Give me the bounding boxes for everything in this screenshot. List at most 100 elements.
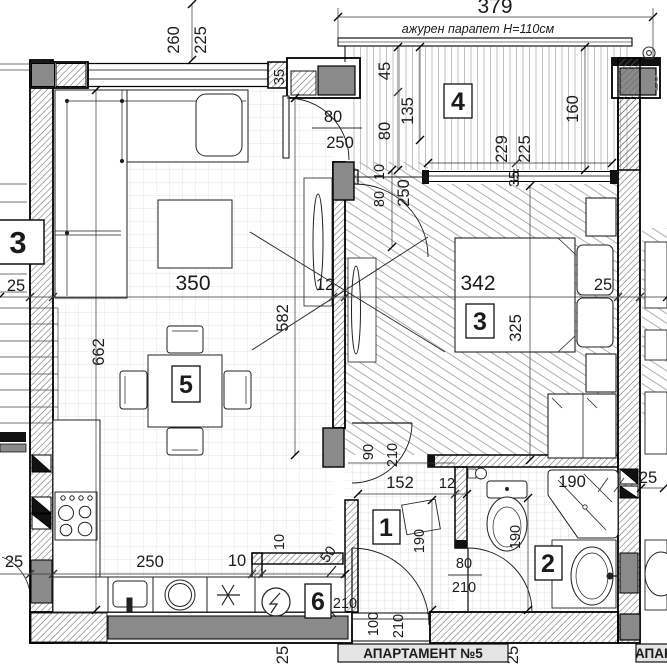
dim: 100: [366, 612, 382, 636]
pillow: [576, 297, 614, 348]
nightstand: [585, 353, 617, 393]
dim: 80: [324, 108, 342, 126]
dim: 135: [399, 97, 417, 125]
dim: 210: [385, 443, 401, 467]
doors: [282, 95, 533, 626]
left-neighbor-column: [0, 443, 27, 453]
dim: 190: [412, 529, 428, 553]
left-exterior-wall: [29, 59, 54, 644]
dimension-texts: 379 ажурен парапет H=110см 260 225 35 80…: [5, 0, 662, 664]
dim: 35: [272, 69, 288, 85]
cooktop-symbol: [217, 584, 240, 606]
title-blocks: АПАРТАМЕНТ №5 АПАР: [337, 643, 667, 663]
living-hall-door: [351, 422, 413, 484]
right-neighbor-bed: [644, 241, 667, 309]
dim: 10: [228, 552, 246, 570]
dim: 90: [361, 444, 377, 460]
dim: 80: [376, 122, 394, 140]
room-number-storage: 6: [311, 588, 325, 616]
radiator-leader-line: [249, 231, 446, 353]
dim: 50: [318, 544, 340, 566]
balcony-right-wall: [617, 57, 641, 171]
bottom-wall-bath: [429, 611, 619, 644]
dim: 582: [274, 304, 292, 332]
room-number-balcony: 4: [451, 88, 465, 116]
dim: 325: [507, 314, 525, 342]
coffee-table: [157, 199, 233, 269]
dim: 10: [272, 534, 288, 550]
room-label-box: [465, 303, 495, 339]
living-room-furniture: [54, 89, 446, 456]
dim: 152: [386, 474, 414, 492]
dim: 10: [372, 164, 388, 180]
left-wall-column: [30, 559, 53, 604]
right-neighbor-nightstand: [644, 329, 667, 361]
radiators: [249, 177, 446, 363]
room-label-box: [372, 509, 401, 545]
dim: 25: [7, 277, 25, 295]
dim: 229: [493, 135, 511, 163]
dim: 350: [175, 272, 210, 295]
bottom-right-column: [619, 613, 641, 641]
balcony-corner-hatch: [290, 70, 317, 96]
dim: 250: [136, 553, 164, 571]
corner-sofa: [54, 89, 249, 299]
walls: [29, 37, 661, 644]
dim: 190: [508, 525, 524, 549]
dim: 250: [395, 179, 413, 207]
washing-machine: [164, 579, 196, 611]
neighbor-label-box: [635, 643, 667, 663]
dim: 12: [439, 476, 455, 492]
dim: 25: [274, 646, 292, 664]
wardrobe: [547, 393, 617, 459]
dim: 225: [192, 26, 210, 54]
dim: 35: [507, 171, 523, 187]
top-left-wall-hatch: [55, 63, 87, 87]
dim: 25: [594, 276, 612, 294]
room-number-bath: 2: [541, 550, 555, 578]
hall-bath-wall: [454, 466, 468, 549]
dim: 25: [646, 75, 662, 91]
shafts: [30, 453, 640, 604]
right-wall-column: [619, 552, 639, 594]
kitchen-counter-bottom: [52, 576, 346, 613]
living-room-window: [87, 62, 269, 88]
dim: 25: [639, 469, 657, 487]
entrance-door: [351, 547, 430, 626]
right-neighbor-apartment: [642, 228, 667, 611]
room-label-box: [534, 545, 563, 581]
downpipe-icon: [642, 46, 656, 60]
toilet: [467, 467, 528, 552]
dim: 342: [460, 272, 495, 295]
middle-wall-top-column: [332, 161, 355, 201]
right-neighbor-wardrobe: [644, 391, 667, 455]
left-neighbor-wall-block: [0, 432, 26, 442]
right-neighbor-sink: [644, 551, 667, 597]
water-heater: [261, 587, 291, 617]
dim: 225: [516, 135, 534, 163]
dim: 210: [452, 580, 476, 596]
room-label-box: [304, 583, 332, 619]
balcony-corner-column: [317, 65, 356, 96]
dim: 210: [333, 596, 357, 612]
dim: 250: [326, 134, 354, 152]
room-labels: 4 3 5 1 2 6 3: [0, 83, 563, 619]
middle-wall-bottom-column: [322, 427, 345, 468]
dim: 80: [372, 191, 388, 207]
dim: 12: [316, 276, 334, 294]
top-left-column: [31, 63, 55, 87]
lightning-icon: [268, 592, 281, 614]
neighbor-label: АПАР: [635, 646, 667, 661]
dim: 80: [456, 556, 472, 572]
room-label-box: [443, 83, 473, 119]
dim: 160: [564, 95, 582, 123]
room-number-neighbor: 3: [9, 225, 26, 260]
room-label-box: [171, 365, 201, 403]
corner-shower: [547, 469, 619, 539]
room-number-living: 5: [179, 371, 193, 399]
parapet-note: ажурен парапет H=110см: [402, 22, 555, 36]
dimension-lines: [0, 0, 667, 615]
apartment-label: АПАРТАМЕНТ №5: [363, 646, 483, 661]
